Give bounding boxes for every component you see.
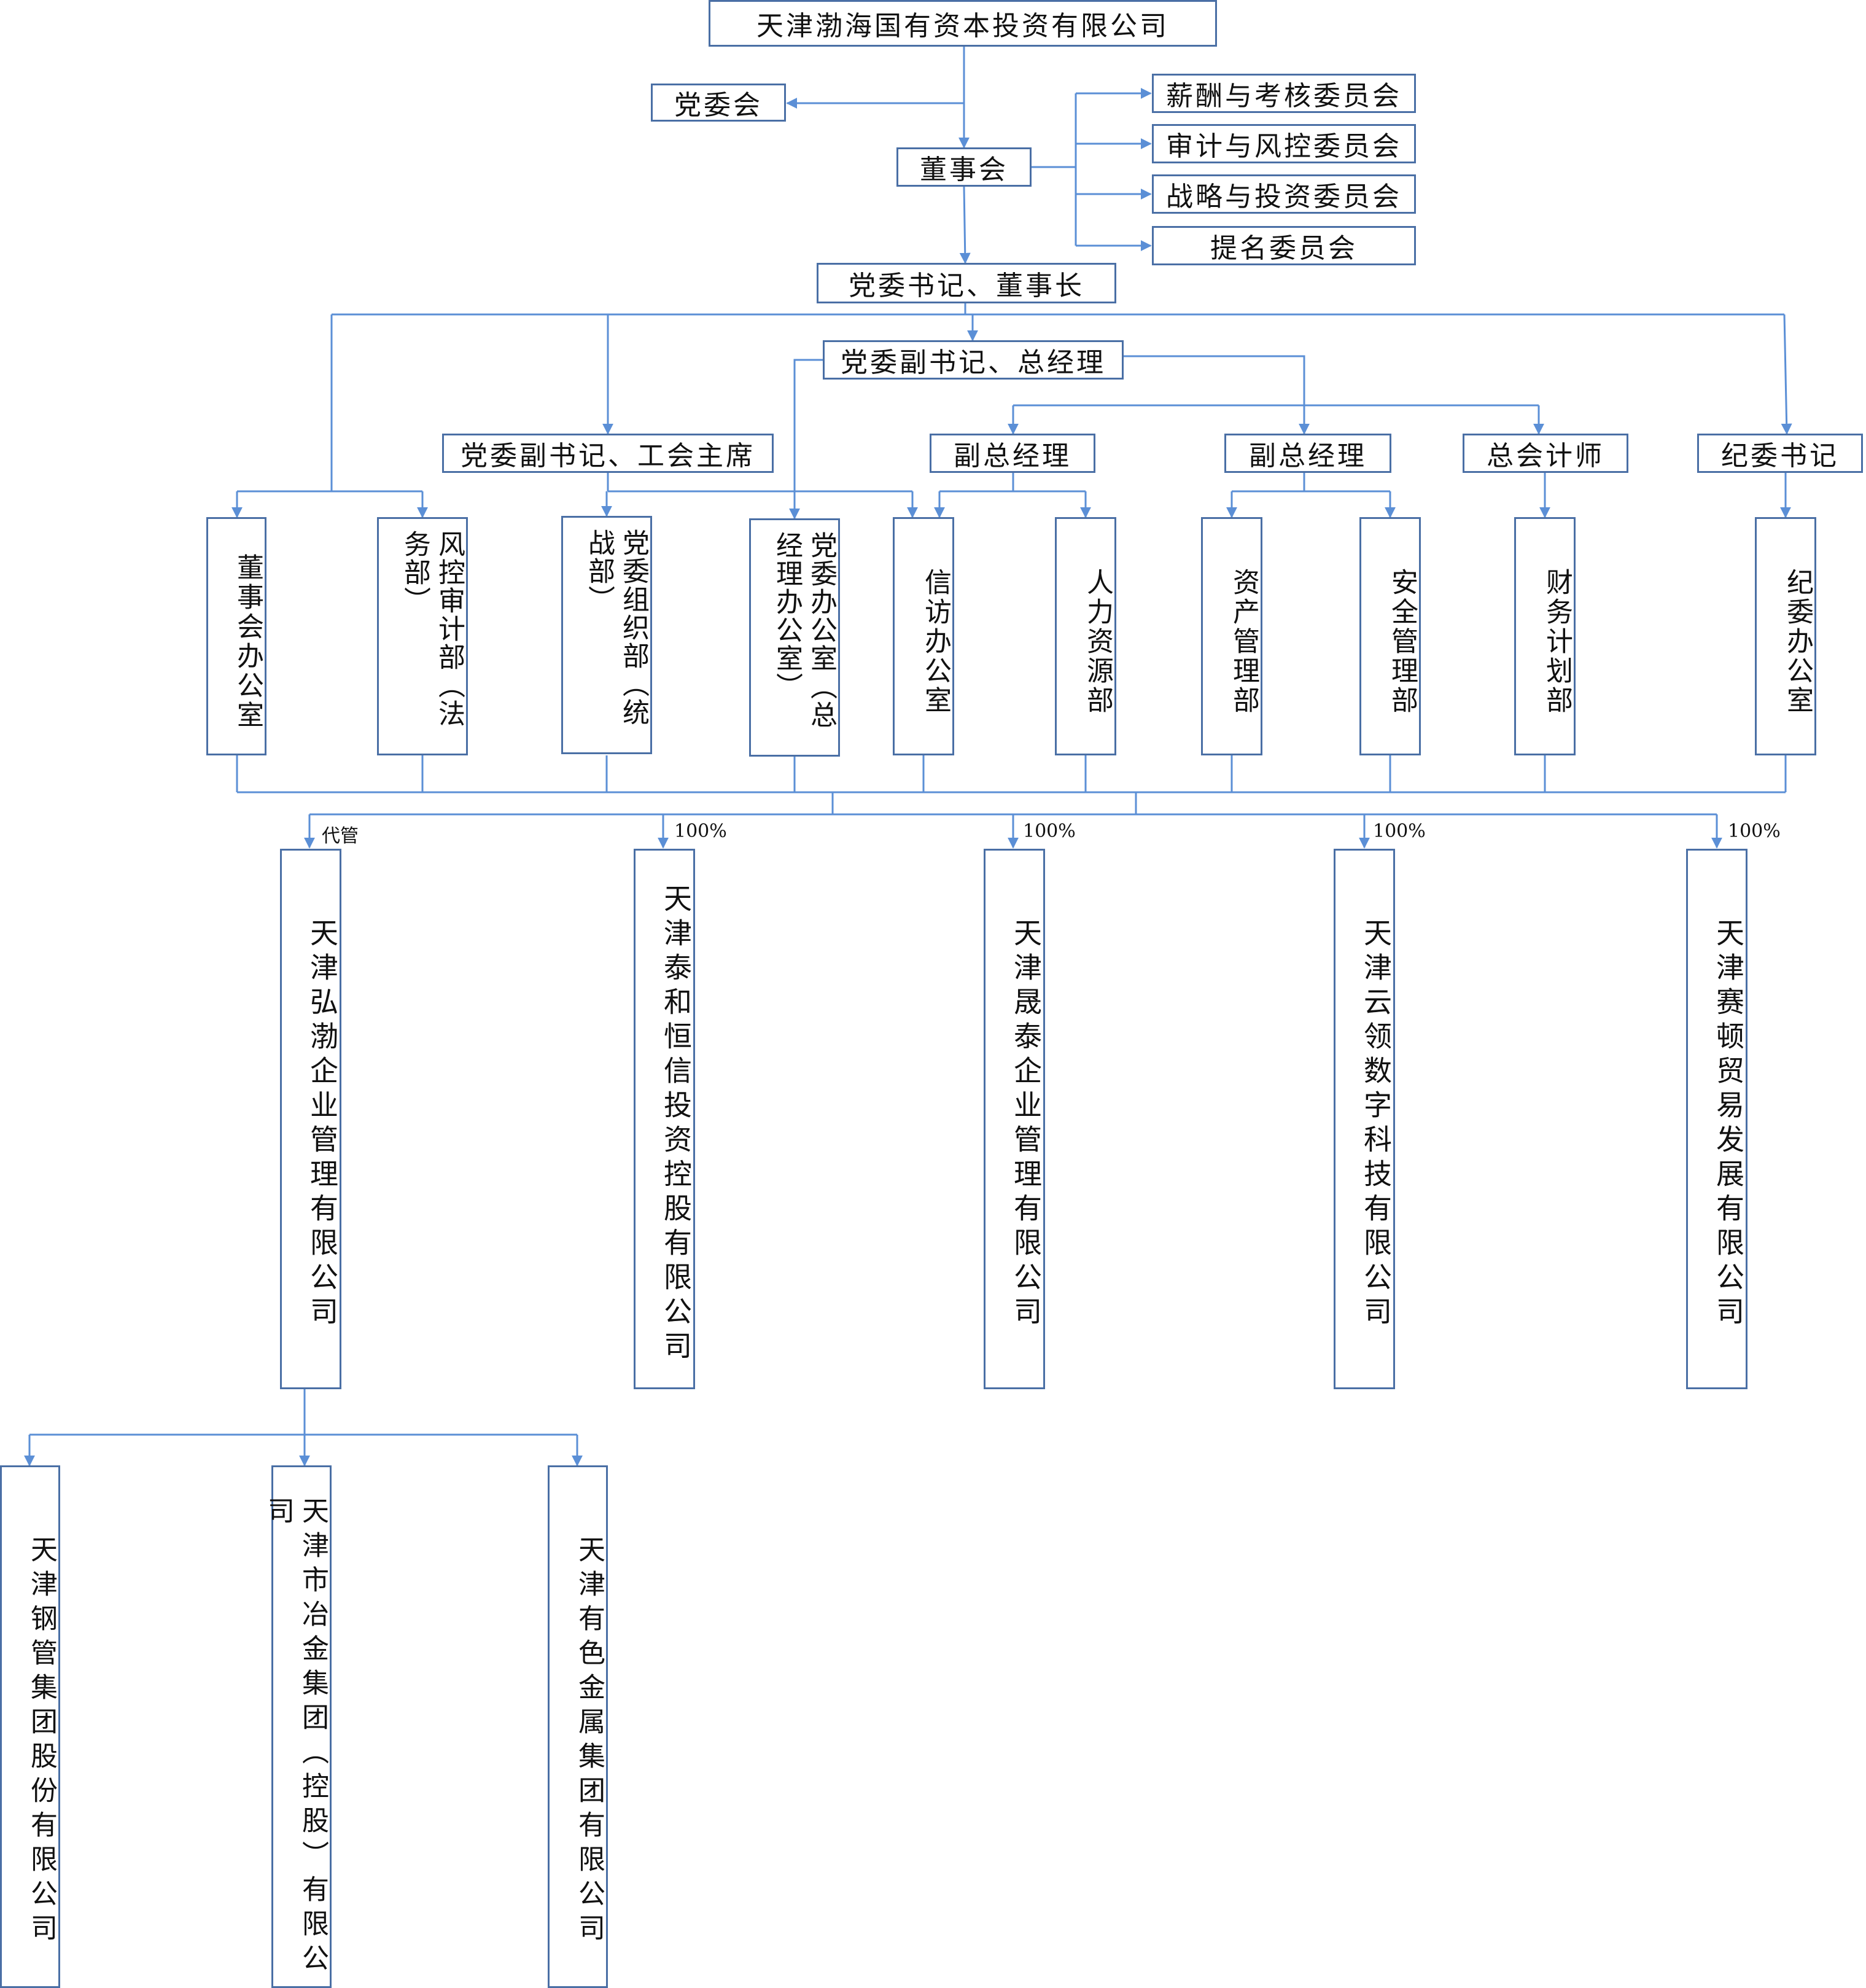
dept-box-party-office[interactable]: 党委办公室（总经理办公室） xyxy=(749,518,840,757)
dept-box-discipline-office[interactable]: 纪委办公室 xyxy=(1755,517,1816,755)
dept-box-risk-audit[interactable]: 风控审计部（法务部） xyxy=(377,517,468,755)
connector-bus-discipline xyxy=(1781,314,1792,435)
dept-box-asset-management[interactable]: 资产管理部 xyxy=(1201,517,1262,755)
committee-box-audit[interactable]: 审计与风控委员会 xyxy=(1152,124,1416,163)
company-box[interactable]: 天津渤海国有资本投资有限公司 xyxy=(709,0,1217,47)
discipline-secretary-box[interactable]: 纪委书记 xyxy=(1697,434,1863,473)
group-box-nonferrous[interactable]: 天津有色金属集团有限公司 xyxy=(548,1465,608,1988)
subsidiary-box-taihe[interactable]: 天津泰和恒信投资控股有限公司 xyxy=(634,849,695,1389)
secretary-chairman-box[interactable]: 党委书记、董事长 xyxy=(817,263,1116,303)
deputy-secretary-union-box[interactable]: 党委副书记、工会主席 xyxy=(442,434,774,473)
vice-gm-box-2[interactable]: 副总经理 xyxy=(1224,434,1391,473)
dept-box-petition-office[interactable]: 信访办公室 xyxy=(893,517,954,755)
committee-box-strategy[interactable]: 战略与投资委员会 xyxy=(1152,174,1416,214)
vice-gm-box-1[interactable]: 副总经理 xyxy=(930,434,1095,473)
deputy-secretary-gm-box[interactable]: 党委副书记、总经理 xyxy=(823,340,1124,380)
connector-gm-right xyxy=(1124,355,1305,405)
dept-box-hr[interactable]: 人力资源部 xyxy=(1055,517,1116,755)
subsidiary-box-shengtai[interactable]: 天津晟泰企业管理有限公司 xyxy=(984,849,1045,1389)
relation-label-hongbo: 代管 xyxy=(322,825,359,847)
subsidiary-box-saidun[interactable]: 天津赛顿贸易发展有限公司 xyxy=(1686,849,1747,1389)
dept-box-safety-management[interactable]: 安全管理部 xyxy=(1359,517,1421,755)
group-box-metallurgy[interactable]: 天津市冶金集团（控股）有限公司 xyxy=(263,1465,332,1988)
board-box[interactable]: 董事会 xyxy=(896,147,1032,187)
connector-board-chairman xyxy=(959,186,971,264)
dept-box-party-organization[interactable]: 党委组织部（统战部） xyxy=(561,516,652,754)
dept-box-finance-planning[interactable]: 财务计划部 xyxy=(1514,517,1576,755)
subsidiary-box-yunling[interactable]: 天津云领数字科技有限公司 xyxy=(1334,849,1395,1389)
subsidiary-box-hongbo[interactable]: 天津弘渤企业管理有限公司 xyxy=(280,849,341,1389)
dept-box-board-office[interactable]: 董事会办公室 xyxy=(206,517,266,755)
committee-box-compensation[interactable]: 薪酬与考核委员会 xyxy=(1152,74,1416,113)
connector-gm-party-office xyxy=(789,359,823,520)
party-committee-box[interactable]: 党委会 xyxy=(651,84,786,122)
relation-label-taihe: 100% xyxy=(674,821,727,842)
committee-box-nomination[interactable]: 提名委员会 xyxy=(1152,226,1416,265)
group-box-steel-pipe[interactable]: 天津钢管集团股份有限公司 xyxy=(0,1465,60,1988)
relation-label-shengtai: 100% xyxy=(1023,821,1076,842)
relation-label-saidun: 100% xyxy=(1728,821,1781,842)
relation-label-yunling: 100% xyxy=(1373,821,1426,842)
chief-accountant-box[interactable]: 总会计师 xyxy=(1463,434,1628,473)
